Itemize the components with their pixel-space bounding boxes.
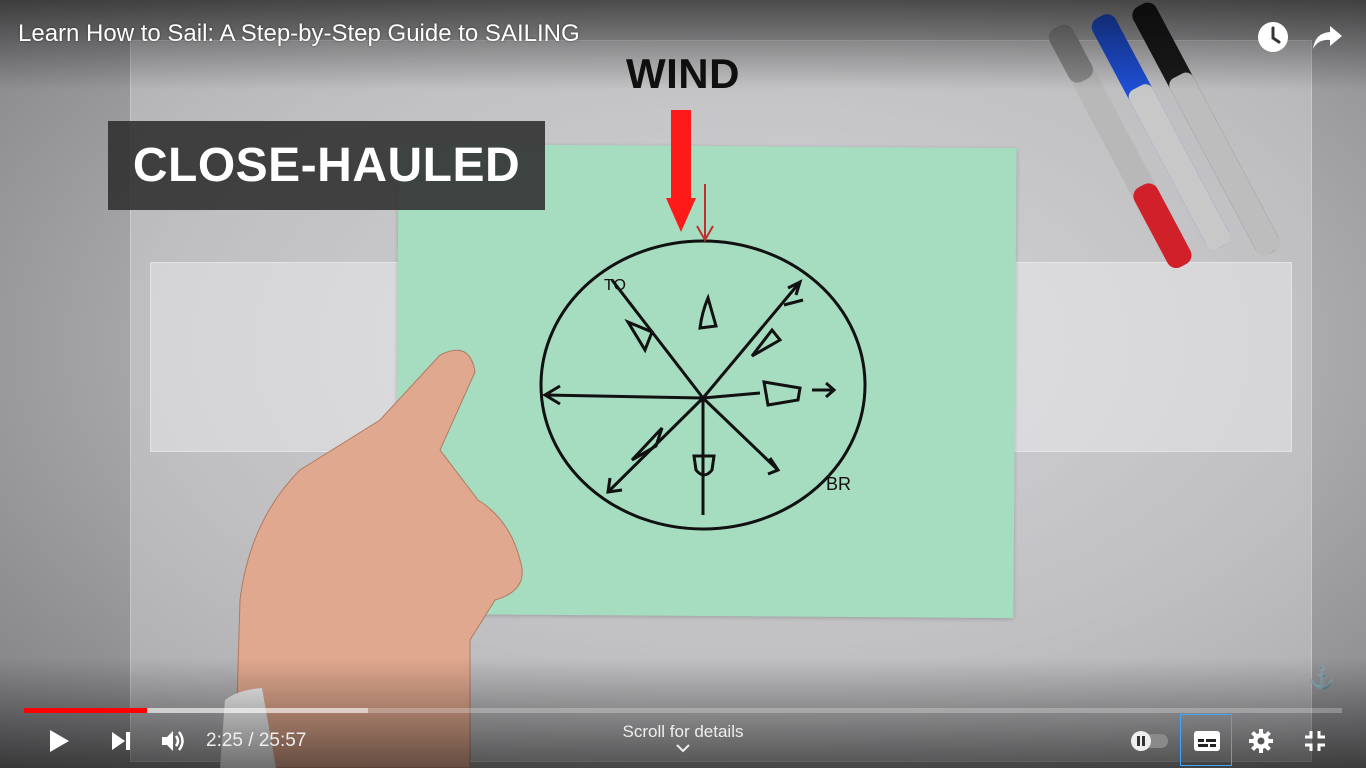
progress-bar[interactable] (24, 708, 1342, 713)
exit-fullscreen-icon (1305, 731, 1325, 751)
chevron-down-icon (676, 744, 690, 753)
captions-icon (1194, 731, 1220, 751)
wind-arrow-shaft (671, 110, 691, 202)
overlay-banner-text: CLOSE-HAULED (132, 139, 521, 192)
gear-icon (1249, 729, 1273, 753)
clock-icon (1258, 22, 1288, 52)
settings-button[interactable] (1244, 724, 1278, 758)
progress-played (24, 708, 147, 713)
share-button[interactable] (1310, 20, 1344, 54)
autoplay-toggle[interactable] (1126, 726, 1172, 756)
autoplay-toggle-icon (1131, 731, 1168, 751)
watch-later-button[interactable] (1256, 20, 1290, 54)
play-icon (50, 730, 69, 752)
video-title[interactable]: Learn How to Sail: A Step-by-Step Guide … (18, 20, 580, 47)
volume-icon (162, 731, 184, 751)
scroll-for-details-label: Scroll for details (622, 722, 744, 741)
captions-focus-outline (1180, 714, 1232, 766)
label-bottom-right: BR (826, 474, 851, 494)
progress-buffered (24, 708, 368, 713)
top-gradient (0, 0, 1366, 90)
wind-arrow-head (666, 198, 696, 232)
marker-pens (1048, 2, 1280, 269)
exit-fullscreen-button[interactable] (1298, 724, 1332, 758)
scroll-for-details[interactable]: Scroll for details (583, 722, 783, 753)
captions-button[interactable] (1190, 724, 1224, 758)
label-top-left: TO (604, 277, 626, 294)
time-display: 2:25 / 25:57 (206, 730, 307, 751)
volume-button[interactable] (156, 724, 190, 758)
play-button[interactable] (42, 724, 76, 758)
overlay-banner: CLOSE-HAULED (108, 121, 545, 210)
share-arrow-icon (1313, 26, 1342, 49)
next-button[interactable] (104, 724, 138, 758)
next-icon (112, 732, 130, 750)
